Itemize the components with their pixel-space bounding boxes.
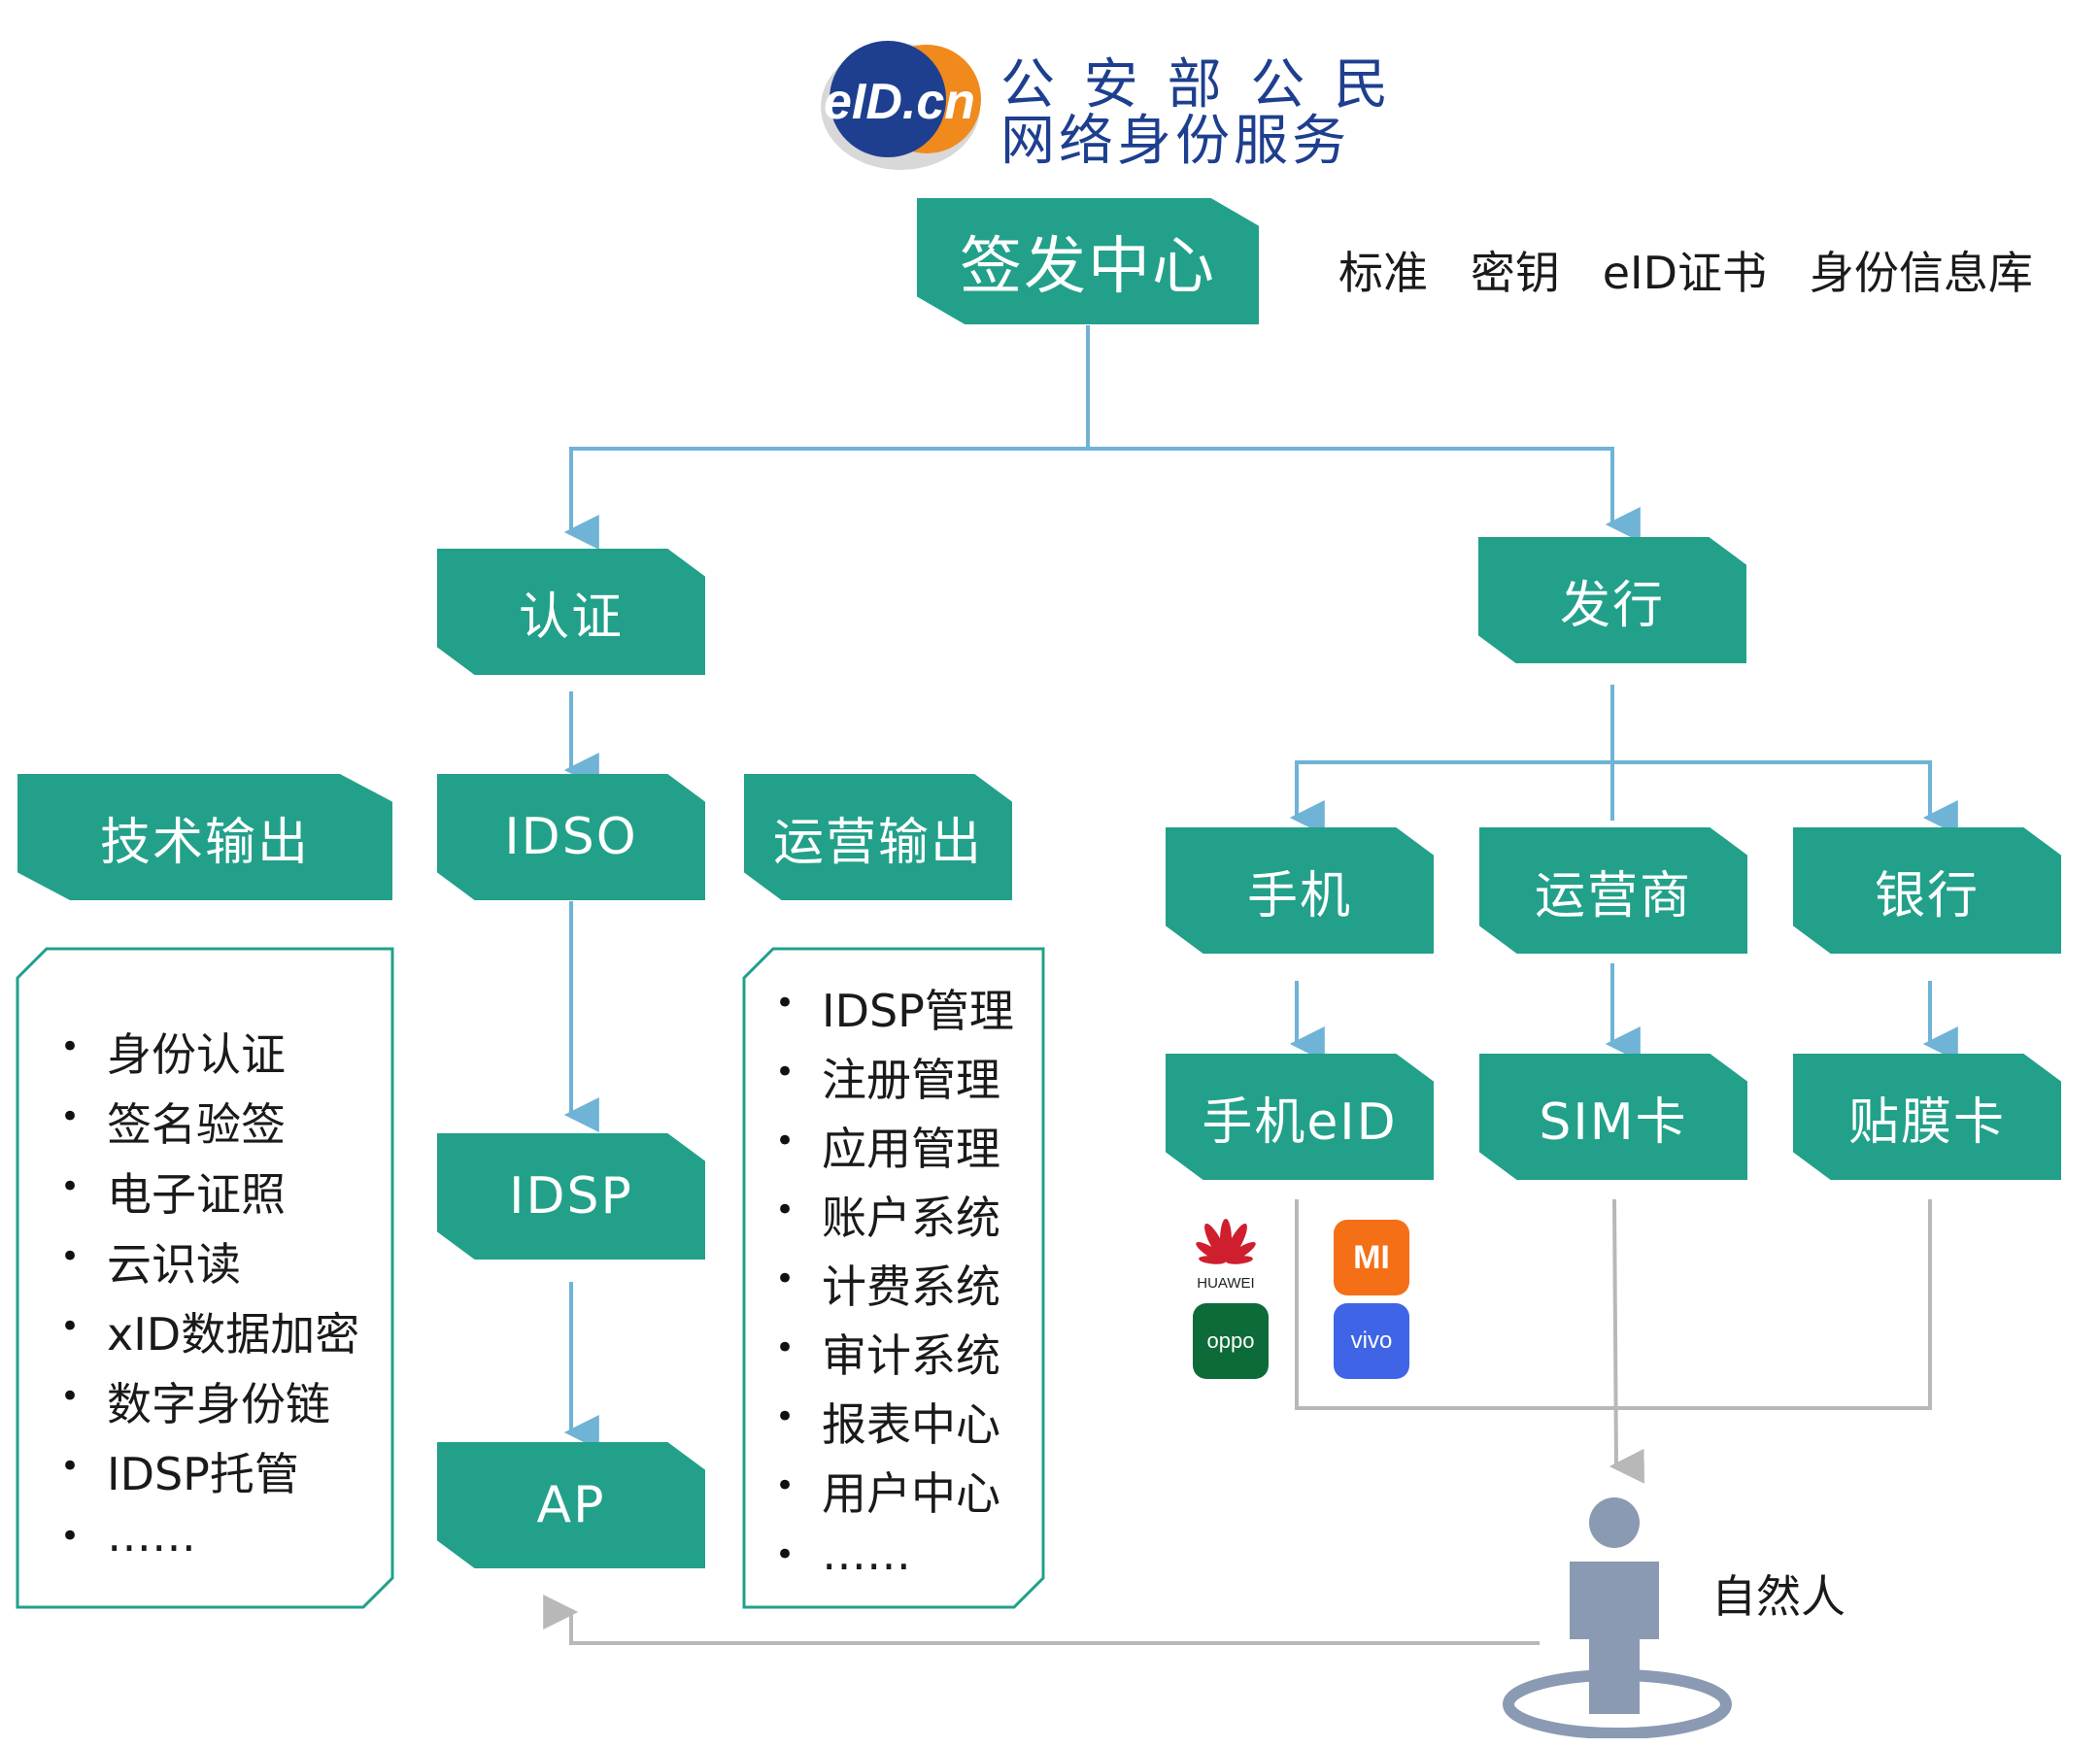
tech-list-item: 签名验签 [60, 1090, 286, 1154]
eid-logo: eID.cn [818, 29, 983, 175]
eid-logo-text: eID.cn [824, 74, 975, 130]
line-phone-eid-down [1295, 1199, 1932, 1410]
node-ap: AP [437, 1442, 705, 1568]
node-ops-output: 运营输出 [744, 774, 1012, 900]
tech-list-item: 云识读 [60, 1229, 241, 1294]
vivo-logo-text: vivo [1350, 1328, 1393, 1354]
vivo-logo: vivo [1334, 1303, 1409, 1379]
tech-output-list-box: 身份认证签名验签电子证照云识读xID数据加密数字身份链IDSP托管 …… [16, 947, 394, 1609]
tech-list-item: 身份认证 [60, 1020, 286, 1084]
node-bank-label: 银行 [1874, 866, 1980, 925]
node-tech-output: 技术输出 [17, 774, 392, 900]
line-split-issue [1088, 447, 1641, 542]
ops-list-item: 计费系统 [775, 1252, 1000, 1316]
oppo-logo: oppo [1193, 1303, 1269, 1379]
node-idso: IDSO [437, 774, 705, 900]
line-sim-person [1609, 1198, 1644, 1484]
huawei-logo-text: HUAWEI [1197, 1275, 1255, 1292]
ops-output-list-box: IDSP管理注册管理应用管理账户系统计费系统审计系统报表中心用户中心…… [742, 947, 1045, 1609]
ops-list-item: 注册管理 [775, 1045, 1000, 1109]
node-idsp-label: IDSP [509, 1167, 633, 1226]
node-tech-output-label: 技术输出 [99, 813, 310, 872]
ops-list-item: 报表中心 [775, 1390, 1000, 1454]
tech-list-item: …… [60, 1509, 196, 1562]
node-sticker-card-label: 贴膜卡 [1847, 1092, 2006, 1152]
node-issuing-center: 签发中心 [917, 198, 1259, 324]
ops-list-item: 账户系统 [775, 1183, 1000, 1247]
tech-list-item: IDSP托管 [60, 1439, 299, 1503]
node-auth-label: 认证 [518, 588, 624, 647]
oppo-logo-text: oppo [1206, 1328, 1255, 1353]
ops-list-item: 应用管理 [775, 1114, 1000, 1178]
huawei-logo: HUAWEI [1183, 1219, 1269, 1296]
line-split-bank [1612, 760, 1958, 835]
tech-list-item: 电子证照 [60, 1160, 286, 1224]
node-sticker-card: 贴膜卡 [1793, 1054, 2061, 1180]
node-ops-output-label: 运营输出 [772, 813, 983, 872]
node-phone-eid-label: 手机eID [1202, 1092, 1398, 1152]
org-name-line2: 网络身份服务 [1000, 110, 1350, 173]
node-phone-label: 手机 [1246, 866, 1352, 925]
node-phone: 手机 [1166, 827, 1434, 954]
person-label: 自然人 [1711, 1570, 1846, 1623]
node-carrier-label: 运营商 [1534, 866, 1692, 925]
node-issue-label: 发行 [1559, 576, 1665, 635]
node-idso-label: IDSO [504, 808, 638, 866]
tech-list-item: xID数据加密 [60, 1299, 359, 1363]
mi-logo-text: MI [1353, 1238, 1390, 1276]
line-person-ap [543, 1595, 1540, 1645]
node-sim-card-label: SIM卡 [1539, 1092, 1688, 1152]
mi-logo: MI [1334, 1220, 1409, 1295]
ops-list-item: IDSP管理 [775, 976, 1014, 1040]
line-split-phone [1289, 760, 1612, 835]
tech-list-item: 数字身份链 [60, 1369, 330, 1433]
person-icon [1496, 1496, 1739, 1739]
node-carrier: 运营商 [1479, 827, 1747, 954]
node-idsp: IDSP [437, 1133, 705, 1260]
node-bank: 银行 [1793, 827, 2061, 954]
node-phone-eid: 手机eID [1166, 1054, 1434, 1180]
org-name-line1: 公 安 部 公 民 [1000, 53, 1395, 117]
ops-list-item: 用户中心 [775, 1459, 1000, 1523]
ops-list-item: 审计系统 [775, 1321, 1000, 1385]
node-auth: 认证 [437, 549, 705, 675]
line-split-auth [563, 447, 1088, 550]
node-issue: 发行 [1478, 537, 1746, 663]
ops-list-item: …… [775, 1528, 911, 1580]
node-sim-card: SIM卡 [1479, 1054, 1747, 1180]
node-ap-label: AP [536, 1476, 606, 1534]
top-note: 标准 密钥 eID证书 身份信息库 [1338, 247, 2033, 299]
node-issuing-center-label: 签发中心 [960, 231, 1216, 303]
